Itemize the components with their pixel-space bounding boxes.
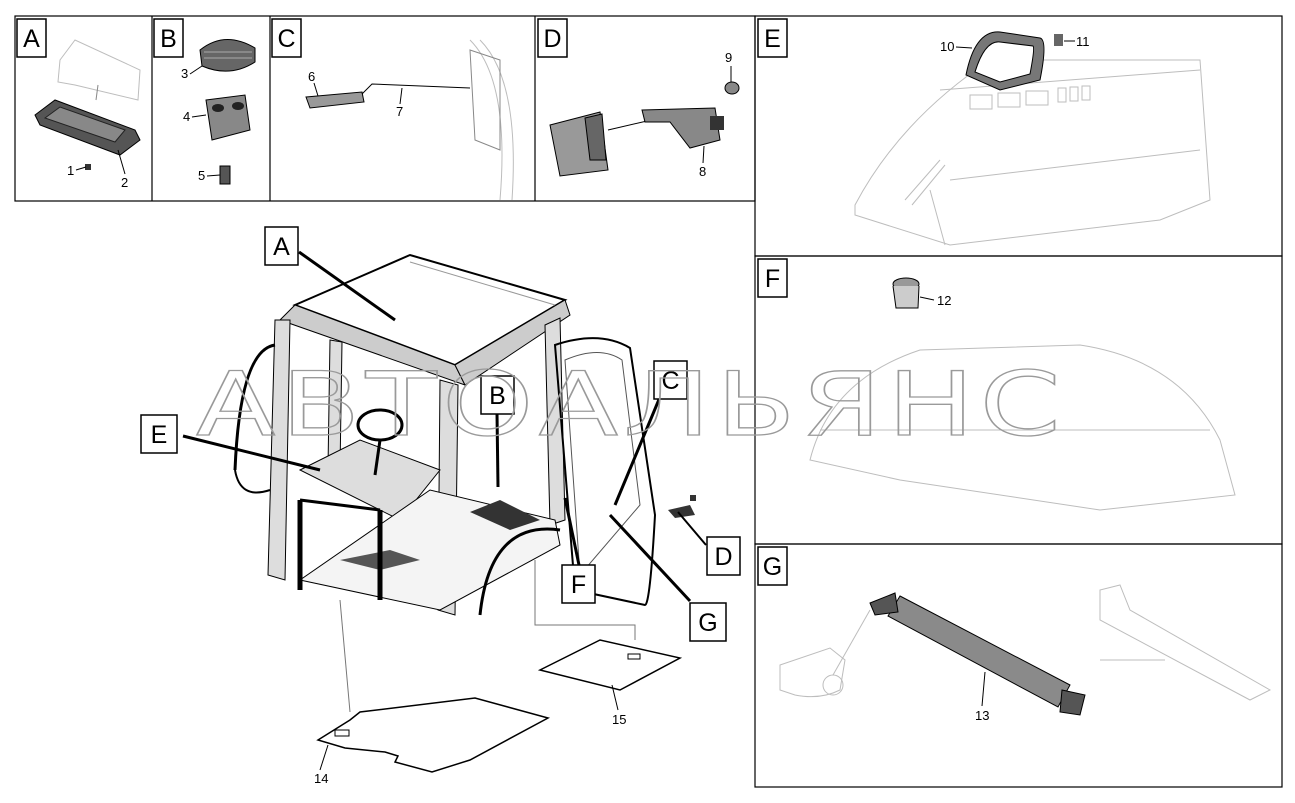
panel-g-label: G [757,546,788,586]
panel-b-drawing: 3 4 5 [181,39,256,185]
svg-text:D: D [543,25,561,53]
part-11-label: 11 [1076,34,1090,49]
callout-b: B [480,375,515,415]
part-13-label: 13 [975,708,989,723]
part-15-label: 15 [612,712,626,727]
part-1-label: 1 [67,163,74,178]
panel-e-label: E [757,18,788,58]
panel-f-label: F [757,258,788,298]
svg-text:F: F [571,571,586,599]
callout-c: C [653,360,688,400]
svg-text:G: G [698,609,717,637]
panel-e-drawing: 10 11 [854,31,1211,246]
part-3-label: 3 [181,66,188,81]
main-cab-drawing [233,253,696,616]
panel-g-drawing: 13 [779,584,1272,723]
svg-text:A: A [23,25,40,53]
part-9-label: 9 [725,50,732,65]
panel-d-label: D [537,18,568,58]
svg-text:E: E [764,25,781,53]
floor-mat-14: 14 [314,697,551,786]
callout-d: D [706,536,741,576]
part-4-label: 4 [183,109,190,124]
svg-text:C: C [277,25,295,53]
callout-f: F [561,564,596,604]
part-10-label: 10 [940,39,954,54]
part-7-label: 7 [396,104,403,119]
part-12-label: 12 [937,293,951,308]
svg-text:G: G [763,553,782,581]
panel-f-drawing: 12 [809,277,1236,511]
panel-c-drawing: 6 7 [305,39,514,201]
svg-text:A: A [273,233,290,261]
part-14-label: 14 [314,771,328,786]
panel-frames [14,15,1283,788]
svg-text:D: D [714,543,732,571]
part-6-label: 6 [308,69,315,84]
svg-text:E: E [151,421,168,449]
panel-b-label: B [153,18,184,58]
part-2-label: 2 [121,175,128,190]
watermark-text: АВТОАЛЬЯНС [196,353,1066,456]
panel-c-label: C [271,18,302,58]
svg-text:C: C [661,367,679,395]
svg-text:B: B [489,382,506,410]
callout-g: G [689,602,727,642]
callout-e: E [140,414,178,454]
panel-a-drawing: 1 2 [34,39,141,190]
panel-a-label: A [16,18,47,58]
part-8-label: 8 [699,164,706,179]
svg-text:F: F [765,265,780,293]
callout-leaders [182,250,707,713]
part-5-label: 5 [198,168,205,183]
panel-d-drawing: 9 8 [549,50,740,179]
floor-mat-15: 15 [537,639,683,727]
callout-a: A [264,226,299,266]
svg-text:B: B [160,25,177,53]
